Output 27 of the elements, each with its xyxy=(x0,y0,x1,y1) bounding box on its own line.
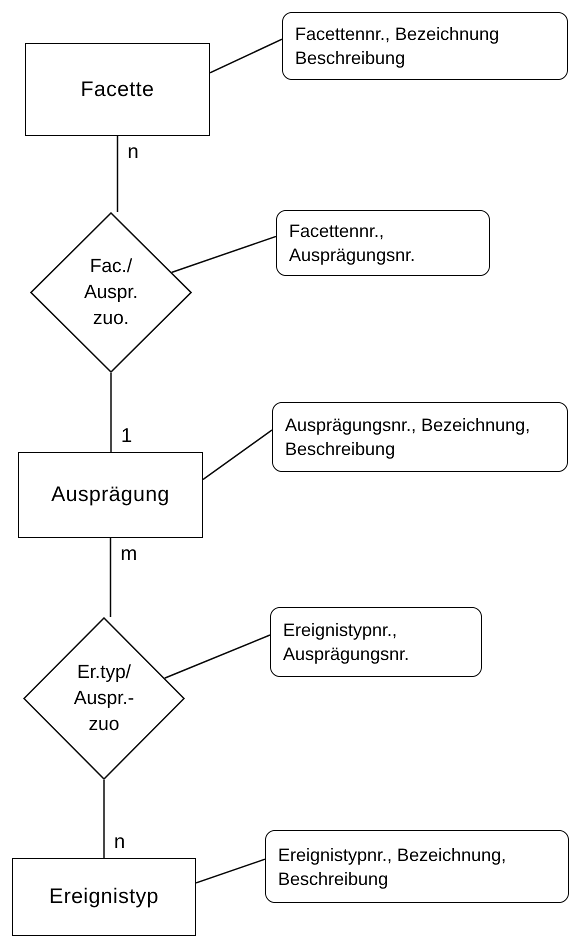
attribute-box xyxy=(276,210,490,276)
attribute-list: Ereignistypnr., Bezeichnung, Beschreibung xyxy=(278,842,556,890)
connector-line xyxy=(210,38,282,74)
attribute-box xyxy=(272,402,568,472)
entity-box xyxy=(18,452,203,538)
entity-name: Ausprägung xyxy=(51,482,170,508)
attribute-list: Ausprägungsnr., Bezeichnung, Beschreibung xyxy=(285,413,555,461)
connector-line xyxy=(110,538,112,617)
connector-line xyxy=(172,236,276,274)
connector-line xyxy=(103,780,105,858)
relationship-name: Fac./ Auspr. zuo. xyxy=(83,254,139,330)
connector-line xyxy=(196,858,266,884)
entity-box xyxy=(12,858,196,936)
connector-line xyxy=(164,634,270,679)
attribute-box xyxy=(270,607,482,677)
connector-line xyxy=(110,373,112,452)
attribute-box xyxy=(265,830,569,903)
relationship-name: Er.typ/ Auspr.- zuo xyxy=(72,660,136,736)
connector-line xyxy=(202,429,272,480)
connector-line xyxy=(116,136,118,212)
entity-name: Facette xyxy=(80,76,154,103)
attribute-list: Facettennr., Bezeichnung Beschreibung xyxy=(295,22,555,70)
attribute-list: Facettennr., Ausprägungsnr. xyxy=(289,219,477,267)
entity-name: Ereignistyp xyxy=(49,884,159,910)
attribute-box xyxy=(282,12,568,80)
entity-box xyxy=(25,43,210,136)
attribute-list: Ereignistypnr., Ausprägungsnr. xyxy=(283,618,469,666)
